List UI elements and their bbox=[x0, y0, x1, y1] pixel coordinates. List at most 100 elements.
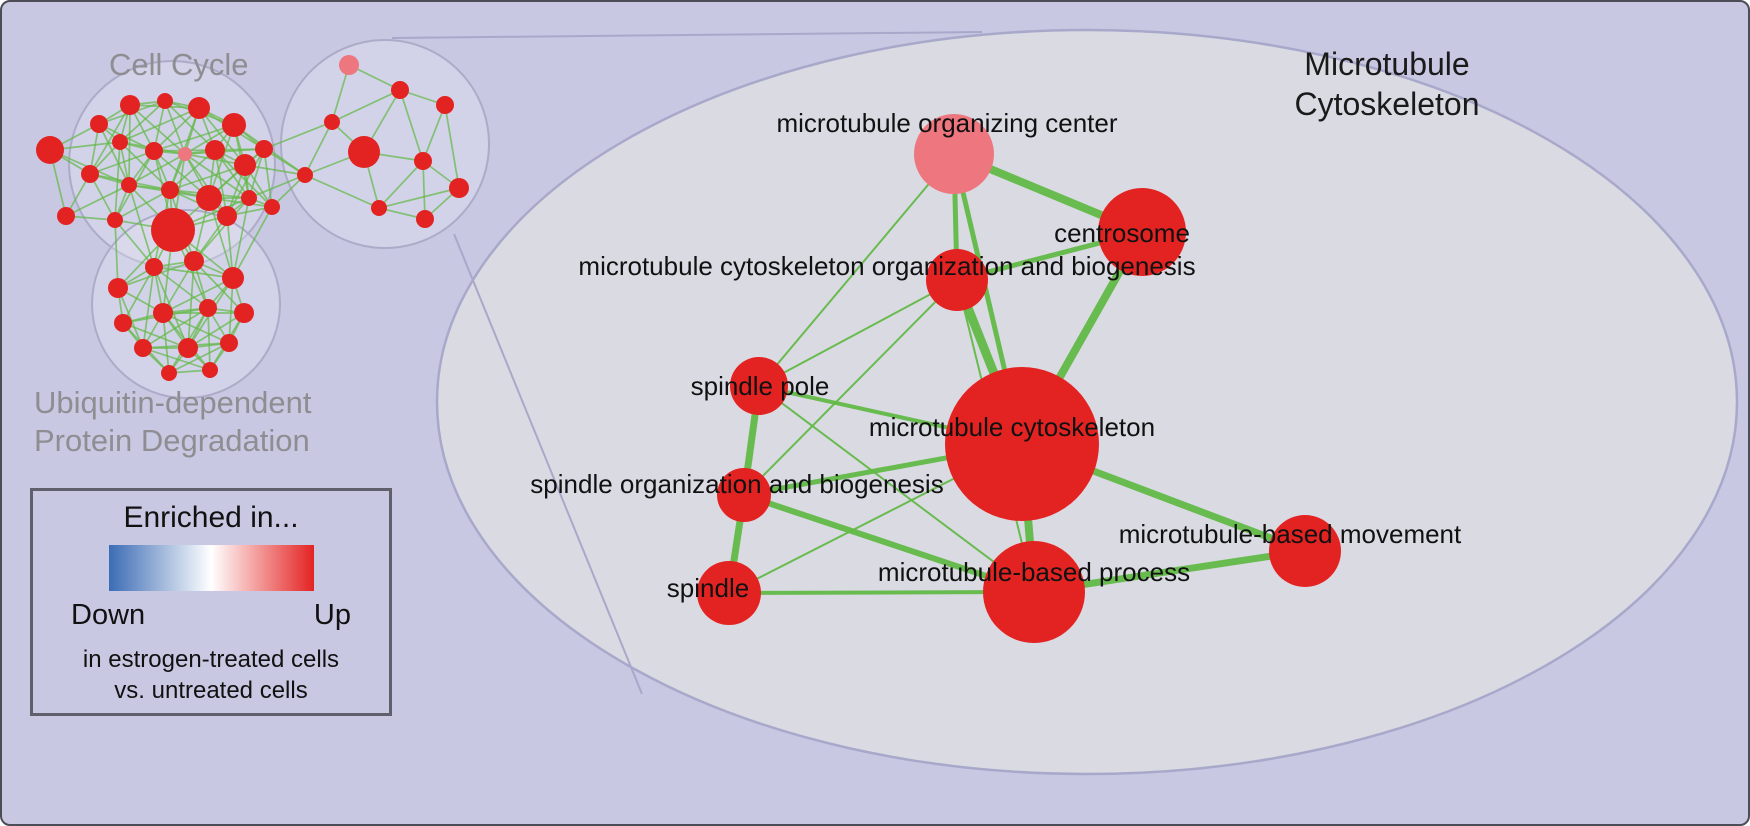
overview-edge bbox=[162, 277, 234, 314]
overview-node bbox=[264, 199, 280, 215]
overview-edge bbox=[184, 153, 228, 217]
overview-node bbox=[157, 93, 173, 109]
overview-node bbox=[178, 147, 192, 161]
node-microtubule-based-process bbox=[983, 541, 1085, 643]
overview-edge bbox=[162, 260, 195, 314]
overview-node bbox=[108, 278, 128, 298]
legend-gradient-bar bbox=[108, 545, 314, 591]
overview-edge bbox=[444, 104, 460, 189]
zoom-title-line2: Cytoskeleton bbox=[1294, 86, 1480, 122]
legend-caption-line2: vs. untreated cells bbox=[114, 677, 308, 704]
overview-node bbox=[145, 258, 163, 276]
overview-node bbox=[188, 97, 210, 119]
node-label-microtubule-based-movement: microtubule-based movement bbox=[1119, 519, 1462, 549]
overview-node bbox=[90, 115, 108, 133]
overview-node bbox=[339, 55, 359, 75]
overview-node bbox=[255, 140, 273, 158]
overview-edge bbox=[114, 189, 171, 221]
overview-node bbox=[153, 303, 173, 323]
overview-node bbox=[114, 314, 132, 332]
overview-edge bbox=[378, 187, 460, 209]
overview-node bbox=[178, 338, 198, 358]
overview-edge bbox=[119, 100, 166, 143]
node-spindle-pole bbox=[730, 357, 788, 415]
overview-edge bbox=[114, 219, 119, 289]
overview-edge bbox=[304, 121, 333, 176]
overview-edge bbox=[399, 89, 424, 162]
node-spindle bbox=[697, 561, 761, 625]
overview-edge bbox=[98, 123, 130, 186]
overview-edge bbox=[162, 312, 170, 374]
overview-node bbox=[151, 208, 195, 252]
zoom-title-line1: Microtubule bbox=[1304, 46, 1470, 82]
overview-edge bbox=[142, 307, 209, 349]
node-label-spindle: spindle bbox=[667, 573, 749, 603]
cluster-label-ubiquitin-line2: Protein Degradation bbox=[34, 423, 310, 458]
overview-node bbox=[184, 251, 204, 271]
overview-edge bbox=[378, 160, 424, 209]
overview-nodes bbox=[36, 55, 469, 381]
overview-node bbox=[391, 81, 409, 99]
overview-node bbox=[81, 165, 99, 183]
overview-node bbox=[217, 206, 237, 226]
overview-node bbox=[36, 136, 64, 164]
overview-edge bbox=[153, 266, 209, 309]
overview-node bbox=[241, 190, 257, 206]
overview-edge bbox=[187, 312, 245, 349]
node-microtubule-cytoskeleton-organization-and-biogenesis bbox=[926, 249, 988, 311]
overview-edge bbox=[331, 89, 401, 123]
overview-node bbox=[145, 142, 163, 160]
overview-edge bbox=[153, 124, 235, 152]
overview-node bbox=[348, 136, 380, 168]
overview-edge bbox=[65, 184, 130, 217]
overview-edge bbox=[232, 206, 273, 279]
zoom-callout-line bbox=[391, 31, 983, 39]
main-network-node-labels: microtubule organizing centercentrosomem… bbox=[530, 108, 1462, 603]
overview-node bbox=[161, 365, 177, 381]
overview-edge bbox=[129, 104, 186, 155]
overview-node bbox=[324, 114, 340, 130]
overview-edge bbox=[198, 107, 246, 166]
overview-edge bbox=[207, 307, 211, 371]
overview-node bbox=[196, 185, 222, 211]
overview-node bbox=[161, 181, 179, 199]
overview-edge bbox=[119, 107, 200, 143]
zoom-callout-line bbox=[453, 233, 643, 695]
overview-node bbox=[199, 299, 217, 317]
overview-node bbox=[297, 167, 313, 183]
overview-edge bbox=[122, 322, 189, 349]
node-microtubule-based-movement bbox=[1269, 515, 1341, 587]
overview-edge bbox=[193, 260, 245, 314]
node-label-centrosome: centrosome bbox=[1054, 218, 1190, 248]
legend-up-label: Up bbox=[313, 599, 351, 631]
zoom-ellipse-layer bbox=[435, 28, 1739, 776]
overview-edge bbox=[117, 287, 144, 349]
overview-node bbox=[436, 96, 454, 114]
overview-node bbox=[371, 200, 387, 216]
overview-edge bbox=[193, 197, 250, 262]
overview-edge bbox=[263, 121, 333, 150]
cluster-circle-microtubule-cytoskeleton bbox=[280, 39, 490, 249]
overview-edge bbox=[142, 347, 211, 371]
overview-node bbox=[202, 362, 218, 378]
overview-edge bbox=[169, 149, 216, 191]
legend-caption-line1: in estrogen-treated cells bbox=[82, 646, 340, 673]
overview-node bbox=[112, 134, 128, 150]
overview-edge bbox=[114, 219, 155, 268]
overview-edge bbox=[168, 342, 230, 374]
overview-node bbox=[222, 113, 246, 137]
overview-node bbox=[416, 210, 434, 228]
legend-title: Enriched in... bbox=[123, 501, 299, 534]
edge-microtubule-cytoskeleton-organization-and-biogenesis--spindle-organization-and-biogenesis bbox=[743, 279, 958, 496]
edge-microtubule-organizing-center--spindle-pole bbox=[758, 153, 955, 387]
node-label-spindle-pole: spindle pole bbox=[691, 371, 830, 401]
overview-node bbox=[449, 178, 469, 198]
zoom-ellipse bbox=[435, 28, 1739, 776]
overview-node bbox=[220, 334, 238, 352]
overview-edge bbox=[263, 148, 273, 208]
overview-edge bbox=[214, 149, 273, 208]
main-network-nodes bbox=[697, 114, 1341, 643]
overview-node bbox=[120, 95, 140, 115]
overview-edge bbox=[248, 174, 306, 199]
